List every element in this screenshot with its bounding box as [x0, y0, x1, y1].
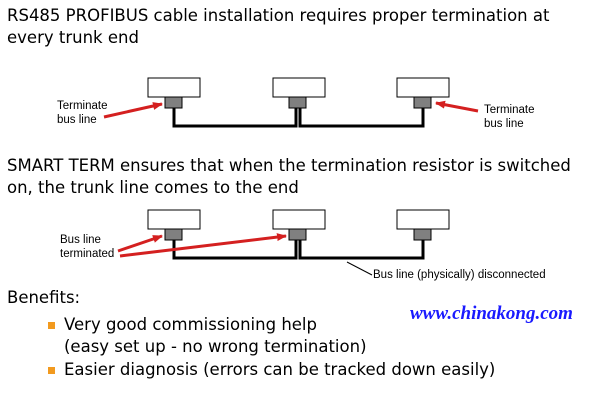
- cable-segment-1: [172, 108, 298, 128]
- device-6-box: [396, 209, 450, 230]
- cable-segment-4: [298, 240, 425, 260]
- left-terminate-arrow: [103, 102, 163, 119]
- heading-2-line-1: SMART TERM ensures that when the termina…: [7, 156, 571, 175]
- device-4-connector: [164, 228, 183, 241]
- left-terminate-label-line-1: Terminate: [57, 100, 108, 112]
- device-6-connector: [413, 228, 432, 241]
- benefits-title: Benefits:: [7, 288, 81, 307]
- device-5-connector: [288, 228, 307, 241]
- terminated-arrow-left: [117, 234, 163, 253]
- benefit-2-bullet: [48, 367, 55, 374]
- disconnected-leader-line: [346, 261, 373, 276]
- diagram-1: [103, 77, 479, 128]
- device-3-connector: [413, 96, 432, 109]
- bus-terminated-label-line-1: Bus line: [60, 234, 101, 246]
- right-terminate-arrow: [435, 100, 479, 113]
- bus-terminated-label-line-2: terminated: [60, 248, 115, 260]
- benefit-1-bullet: [48, 322, 55, 329]
- device-2-connector: [288, 96, 307, 109]
- right-terminate-label-line-1: Terminate: [484, 104, 535, 116]
- device-5-box: [272, 209, 326, 230]
- benefit-2-line-1: Easier diagnosis (errors can be tracked …: [64, 360, 496, 379]
- heading-1-line-1: RS485 PROFIBUS cable installation requir…: [7, 6, 550, 25]
- heading-2-line-2: on, the trunk line comes to the end: [7, 178, 299, 197]
- device-2-box: [272, 77, 326, 98]
- bus-disconnected-label: Bus line (physically) disconnected: [373, 269, 546, 281]
- device-3-box: [396, 77, 450, 98]
- left-terminate-label-line-2: bus line: [57, 114, 97, 126]
- device-4-box: [147, 209, 201, 230]
- watermark: www.chinakong.com: [410, 303, 573, 324]
- cable-segment-2: [298, 108, 425, 128]
- benefit-1-line-1: Very good commissioning help: [64, 315, 317, 334]
- right-terminate-label-line-2: bus line: [484, 118, 524, 130]
- device-1-connector: [164, 96, 183, 109]
- heading-1-line-2: every trunk end: [7, 28, 139, 47]
- terminated-arrow-right: [119, 233, 287, 258]
- benefit-1-line-2: (easy set up - no wrong termination): [64, 337, 367, 356]
- diagram-2: [117, 209, 450, 276]
- device-1-box: [147, 77, 201, 98]
